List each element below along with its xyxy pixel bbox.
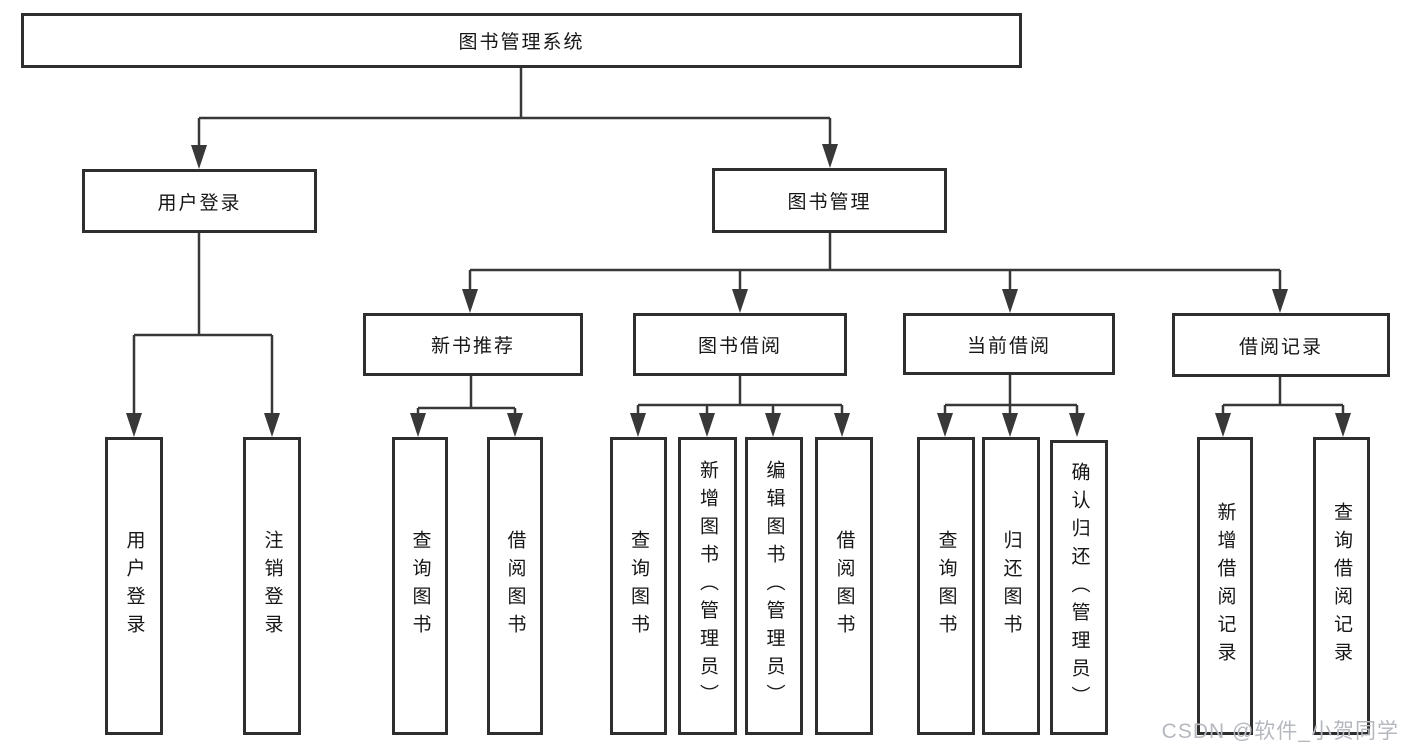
- leaf-current-confirm-label: 确认归还（管理员）: [1068, 461, 1090, 714]
- leaf-current-confirm: 确认归还（管理员）: [1050, 440, 1108, 735]
- leaf-borrow-borrow: 借阅图书: [815, 437, 873, 735]
- leaf-borrow-edit: 编辑图书（管理员）: [745, 437, 803, 735]
- leaf-current-query: 查询图书: [917, 437, 975, 735]
- leaf-records-add: 新增借阅记录: [1197, 437, 1253, 735]
- leaf-user-login-label: 用户登录: [123, 530, 145, 642]
- leaf-newbook-query: 查询图书: [392, 437, 448, 735]
- leaf-current-return: 归还图书: [982, 437, 1040, 735]
- leaf-current-query-label: 查询图书: [935, 530, 957, 642]
- leaf-borrow-query-label: 查询图书: [628, 530, 649, 642]
- node-book-management: 图书管理: [712, 168, 947, 233]
- leaf-newbook-borrow-label: 借阅图书: [504, 530, 526, 642]
- node-borrow-records: 借阅记录: [1172, 313, 1390, 377]
- leaf-borrow-edit-label: 编辑图书（管理员）: [763, 460, 785, 712]
- watermark: CSDN @软件_小贺同学: [1161, 720, 1399, 743]
- node-current-borrow: 当前借阅: [903, 313, 1115, 375]
- node-new-book-recommend: 新书推荐: [363, 313, 583, 376]
- leaf-logout-label: 注销登录: [261, 530, 283, 642]
- node-user-login: 用户登录: [82, 169, 317, 233]
- connector-arrowheads: [126, 144, 1351, 437]
- leaf-newbook-borrow: 借阅图书: [487, 437, 543, 735]
- leaf-user-login: 用户登录: [105, 437, 163, 735]
- leaf-current-return-label: 归还图书: [1000, 530, 1022, 642]
- leaf-borrow-add: 新增图书（管理员）: [678, 437, 737, 735]
- leaf-borrow-query: 查询图书: [610, 437, 667, 735]
- leaf-borrow-borrow-label: 借阅图书: [833, 530, 855, 642]
- leaf-newbook-query-label: 查询图书: [409, 530, 431, 642]
- node-root-label: 图书管理系统: [458, 32, 585, 53]
- leaf-records-query: 查询借阅记录: [1313, 437, 1370, 735]
- node-current-borrow-label: 当前借阅: [966, 335, 1051, 357]
- node-user-login-label: 用户登录: [157, 192, 242, 214]
- leaf-borrow-add-label: 新增图书（管理员）: [697, 460, 718, 712]
- leaf-logout: 注销登录: [243, 437, 301, 735]
- node-book-borrow: 图书借阅: [633, 313, 847, 376]
- node-root: 图书管理系统: [21, 13, 1022, 68]
- node-book-management-label: 图书管理: [787, 192, 872, 213]
- node-book-borrow-label: 图书借阅: [697, 336, 782, 357]
- leaf-records-add-label: 新增借阅记录: [1214, 502, 1236, 670]
- node-borrow-records-label: 借阅记录: [1238, 336, 1323, 358]
- node-new-book-recommend-label: 新书推荐: [430, 336, 515, 357]
- leaf-records-query-label: 查询借阅记录: [1331, 502, 1352, 670]
